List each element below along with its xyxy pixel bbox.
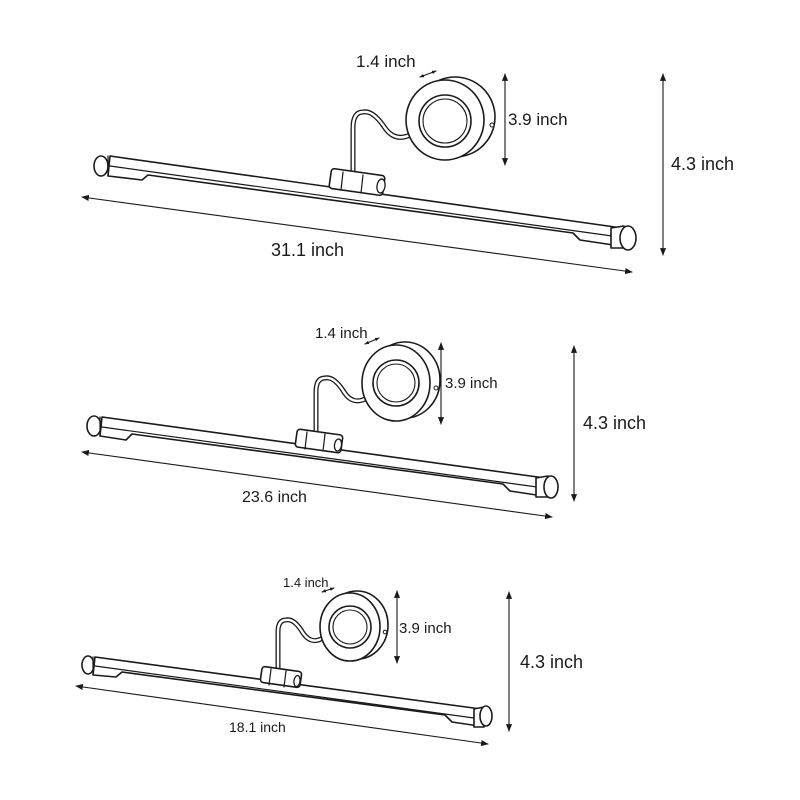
wall-base (319, 590, 389, 662)
height-label-large: 4.3 inch (671, 154, 735, 174)
length-dimension (81, 449, 553, 520)
depth-dimension (364, 337, 380, 345)
lamp-medium (81, 337, 578, 520)
lamp-small (75, 587, 513, 747)
length-dimension (81, 194, 633, 275)
depth-dimension (419, 70, 437, 78)
length-label-medium: 23.6 inch (242, 489, 307, 506)
depth-label-large: 1.4 inch (356, 52, 416, 71)
wall-base (405, 76, 496, 161)
dimension-lines (81, 70, 667, 275)
light-bar (81, 655, 493, 728)
lamp-arm (328, 109, 427, 197)
length-label-small: 18.1 inch (229, 719, 286, 735)
lamp-large (81, 70, 667, 275)
dimension-lines (75, 587, 513, 747)
diameter-label-large: 3.9 inch (508, 110, 568, 129)
diameter-label-small: 3.9 inch (399, 620, 452, 637)
depth-dimension (321, 587, 335, 593)
depth-label-medium: 1.4 inch (315, 325, 368, 342)
length-dimension (75, 683, 489, 747)
length-label-large: 31.1 inch (271, 240, 345, 260)
lamp-arm (259, 617, 336, 689)
wall-base (361, 341, 441, 422)
depth-label-small: 1.4 inch (283, 575, 329, 590)
diameter-label-medium: 3.9 inch (445, 375, 498, 392)
dimension-lines (81, 337, 578, 520)
height-label-medium: 4.3 inch (583, 413, 647, 433)
height-label-small: 4.3 inch (520, 652, 584, 672)
